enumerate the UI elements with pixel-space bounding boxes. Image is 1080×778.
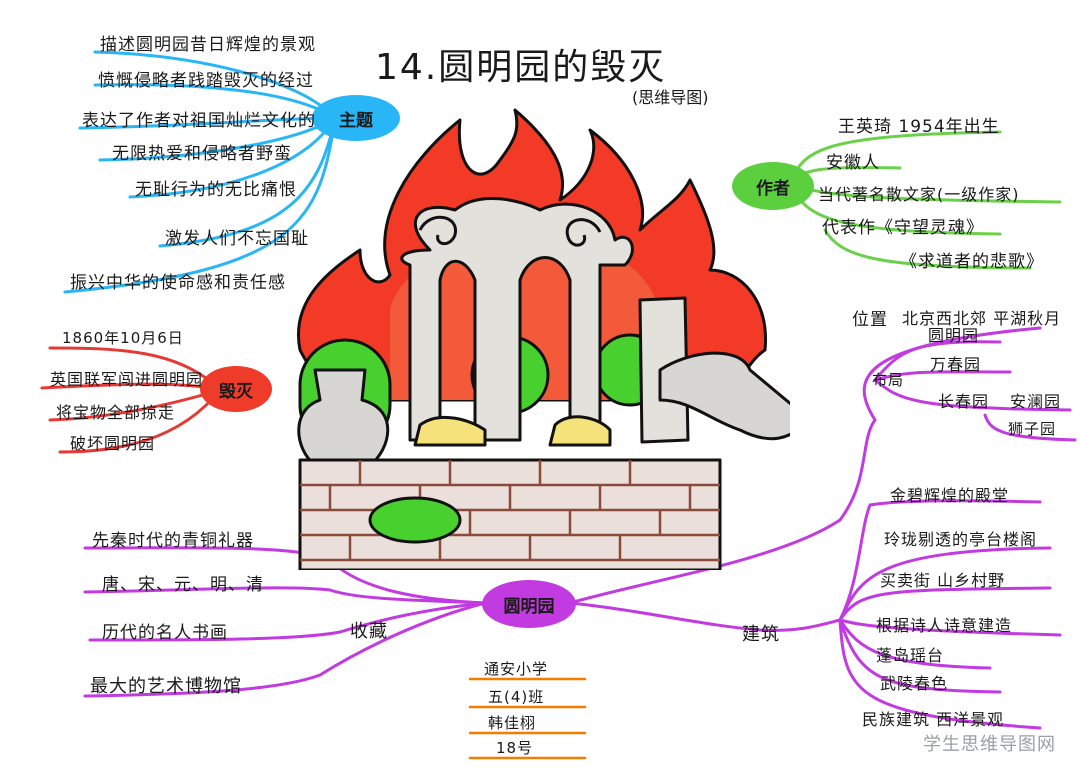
arch-gate xyxy=(400,196,634,442)
column-base-right xyxy=(548,415,612,447)
collection-item: 最大的艺术博物馆 xyxy=(90,676,242,697)
collection-item: 先秦时代的青铜礼器 xyxy=(92,531,254,551)
student-name: 韩佳栩 xyxy=(488,714,537,732)
architecture-item: 玲珑剔透的亭台楼阁 xyxy=(884,530,1038,549)
architecture-item: 买卖街 山乡村野 xyxy=(880,571,1006,590)
bush-wall xyxy=(368,496,462,544)
author-item: 当代著名散文家(一级作家) xyxy=(818,185,1020,204)
theme-item: 激发人们不忘国耻 xyxy=(165,229,309,249)
hub-center: 圆明园 xyxy=(482,580,576,628)
architecture-label: 建筑 xyxy=(742,624,780,645)
architecture-item: 根据诗人诗意建造 xyxy=(876,616,1013,635)
destruction-item: 英国联军闯进圆明园 xyxy=(50,370,204,389)
layout-item: 圆明园 xyxy=(928,326,980,345)
theme-item: 描述圆明园昔日辉煌的景观 xyxy=(100,35,316,55)
student-class: 五(4)班 xyxy=(488,688,545,706)
scroll-ornament-left xyxy=(418,215,457,246)
destruction-item: 将宝物全部掠走 xyxy=(56,403,176,422)
ruins-in-flames-illustration xyxy=(297,108,790,570)
theme-item: 无限热爱和侵略者野蛮 xyxy=(112,144,292,164)
collection-label: 收藏 xyxy=(350,621,388,642)
architecture-item: 民族建筑 西洋景观 xyxy=(862,710,1005,729)
brick-wall xyxy=(298,458,722,570)
brick-rows xyxy=(300,460,720,562)
hub-theme: 主题 xyxy=(312,95,400,141)
architecture-item: 武陵春色 xyxy=(880,674,949,693)
author-item: 《求道者的悲歌》 xyxy=(900,252,1044,272)
location-label: 位置 xyxy=(852,310,888,330)
author-item: 代表作《守望灵魂》 xyxy=(822,218,984,238)
hub-destruction: 毁灭 xyxy=(200,366,272,412)
page-title: 14.圆明园的毁灭 xyxy=(375,47,667,88)
architecture-item: 蓬岛瑶台 xyxy=(876,646,945,665)
student-number: 18号 xyxy=(496,739,534,757)
theme-item: 表达了作者对祖国灿烂文化的 xyxy=(82,111,316,131)
theme-item: 愤慨侵略者践踏毁灭的经过 xyxy=(98,71,314,91)
destruction-item: 破坏圆明园 xyxy=(70,434,156,453)
collection-item: 唐、宋、元、明、清 xyxy=(102,575,264,595)
student-school: 通安小学 xyxy=(484,660,549,678)
layout-item: 长春园 xyxy=(938,392,990,411)
layout-item: 万春园 xyxy=(930,355,982,374)
column-base-left xyxy=(413,415,487,447)
theme-item: 振兴中华的使命感和责任感 xyxy=(70,273,286,293)
location-value: 北京西北郊 平湖秋月 xyxy=(902,309,1062,328)
hub-theme-label: 主题 xyxy=(339,110,373,131)
scroll-ornament-right xyxy=(565,218,602,247)
collection-item: 历代的名人书画 xyxy=(102,623,228,643)
author-item: 安徽人 xyxy=(826,153,880,173)
fallen-scroll xyxy=(658,351,790,441)
watermark: 学生思维导图网 xyxy=(923,734,1056,755)
layout-item: 安澜园 xyxy=(1010,392,1062,411)
author-item: 王英琦 1954年出生 xyxy=(838,117,1000,137)
page-subtitle: (思维导图) xyxy=(632,88,709,107)
destruction-item: 1860年10月6日 xyxy=(62,329,184,347)
theme-item: 无耻行为的无比痛恨 xyxy=(135,180,297,200)
layout-item: 狮子园 xyxy=(1008,420,1057,438)
hub-destruction-label: 毁灭 xyxy=(219,381,253,402)
hub-center-label: 圆明园 xyxy=(503,596,555,617)
layout-label: 布局 xyxy=(872,371,905,389)
hub-author: 作者 xyxy=(732,162,814,210)
hub-author-label: 作者 xyxy=(756,178,790,199)
architecture-item: 金碧辉煌的殿堂 xyxy=(890,486,1010,505)
